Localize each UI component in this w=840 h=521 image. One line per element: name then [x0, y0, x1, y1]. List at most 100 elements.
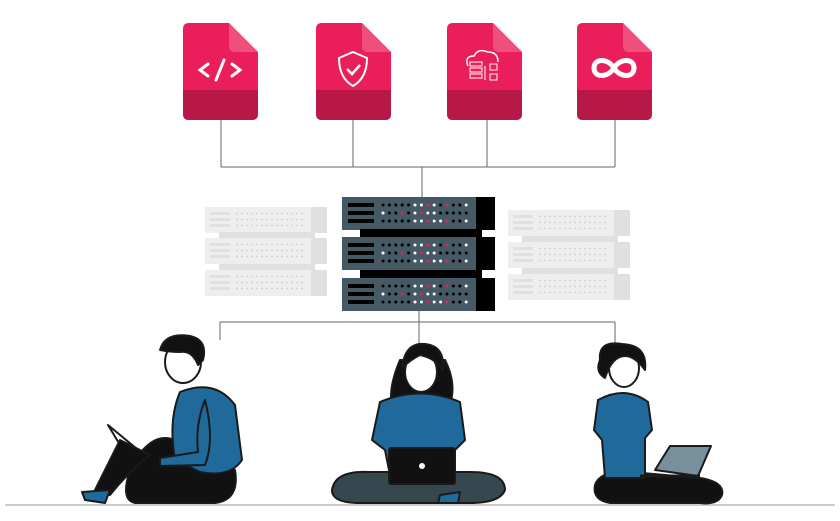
status-led [458, 284, 462, 288]
status-led [413, 284, 417, 288]
status-led [387, 284, 391, 288]
status-led [400, 300, 404, 304]
person-woman-right [593, 342, 724, 505]
status-led [394, 292, 398, 296]
status-led [381, 284, 385, 288]
status-led [400, 251, 404, 255]
status-led [458, 211, 462, 215]
status-led [426, 219, 430, 223]
shield-check-icon [337, 50, 369, 88]
status-led [387, 259, 391, 263]
status-led [407, 292, 411, 296]
status-led [381, 251, 385, 255]
status-led [426, 211, 430, 215]
status-led [381, 292, 385, 296]
server-rack [342, 197, 495, 311]
server-unit [342, 197, 495, 230]
status-led [407, 251, 411, 255]
infinity-icon [591, 58, 637, 78]
person-man-left [81, 334, 243, 504]
status-led [445, 259, 449, 263]
status-led [394, 251, 398, 255]
status-led [419, 284, 423, 288]
status-led [458, 219, 462, 223]
status-led [400, 219, 404, 223]
status-led [419, 251, 423, 255]
status-led [426, 284, 430, 288]
status-led [445, 292, 449, 296]
status-led [381, 211, 385, 215]
status-led [413, 219, 417, 223]
status-led [387, 292, 391, 296]
status-led [464, 251, 468, 255]
status-led [445, 251, 449, 255]
status-led [387, 219, 391, 223]
status-led [407, 203, 411, 207]
file-infinity-card [577, 23, 652, 120]
status-led [464, 259, 468, 263]
status-led [458, 243, 462, 247]
status-led [407, 243, 411, 247]
status-led [432, 211, 436, 215]
status-led [445, 284, 449, 288]
status-led [426, 300, 430, 304]
status-led [419, 219, 423, 223]
status-led [413, 251, 417, 255]
status-led [400, 211, 404, 215]
status-led [458, 259, 462, 263]
status-led [400, 292, 404, 296]
status-led [426, 203, 430, 207]
status-led [381, 300, 385, 304]
status-led [407, 211, 411, 215]
status-led [451, 243, 455, 247]
status-led [394, 203, 398, 207]
status-led [394, 300, 398, 304]
status-led [445, 300, 449, 304]
status-led [387, 251, 391, 255]
status-led [432, 203, 436, 207]
server-rack-ghost-left [205, 207, 327, 296]
status-led [439, 292, 443, 296]
status-led [407, 219, 411, 223]
status-led [381, 219, 385, 223]
status-led [432, 259, 436, 263]
code-icon [197, 58, 243, 82]
status-led [419, 211, 423, 215]
status-led [445, 219, 449, 223]
status-led [400, 203, 404, 207]
status-led [464, 292, 468, 296]
connector-lines-top [220, 120, 616, 197]
status-led [464, 211, 468, 215]
status-led [432, 300, 436, 304]
status-led [419, 243, 423, 247]
status-led [387, 203, 391, 207]
status-led [407, 300, 411, 304]
status-led [439, 284, 443, 288]
status-led [464, 203, 468, 207]
status-led [451, 203, 455, 207]
status-led [445, 243, 449, 247]
status-led [458, 292, 462, 296]
status-led [464, 284, 468, 288]
status-led [394, 259, 398, 263]
status-led [432, 251, 436, 255]
laptop-icon [654, 445, 712, 477]
status-led [439, 251, 443, 255]
status-led [451, 211, 455, 215]
status-led [387, 243, 391, 247]
connector-lines-bottom [219, 311, 616, 345]
status-led [439, 300, 443, 304]
server-rack-ghost-right [508, 210, 630, 300]
status-led [451, 284, 455, 288]
status-led [451, 300, 455, 304]
file-shield-check-card [316, 23, 391, 120]
status-led [439, 259, 443, 263]
status-led [413, 211, 417, 215]
status-led [445, 211, 449, 215]
status-led [381, 203, 385, 207]
status-led [458, 203, 462, 207]
status-led [381, 259, 385, 263]
status-led [432, 284, 436, 288]
status-led [426, 243, 430, 247]
